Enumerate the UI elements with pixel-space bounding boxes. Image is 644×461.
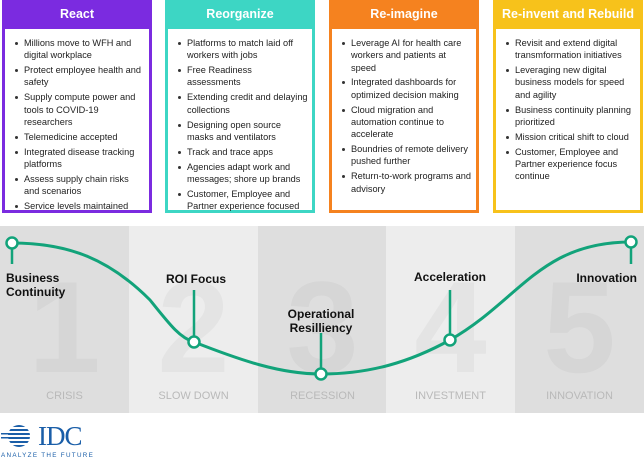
list-item: Leverage AI for health care workers and … bbox=[342, 37, 472, 74]
phase-name: CRISIS bbox=[46, 390, 83, 402]
list-item: Assess supply chain risks and scenarios bbox=[15, 173, 145, 198]
list-item: Customer, Employee and Partner experienc… bbox=[178, 188, 308, 213]
list-item: Revisit and extend digital transmformati… bbox=[506, 37, 636, 62]
card-title: React bbox=[2, 0, 152, 29]
list-item: Platforms to match laid off workers with… bbox=[178, 37, 308, 62]
card-list: Revisit and extend digital transmformati… bbox=[496, 29, 640, 183]
label-line: Continuity bbox=[6, 285, 66, 299]
list-item: Extending credit and delaying collection… bbox=[178, 91, 308, 116]
phase-band-crisis bbox=[0, 226, 129, 413]
milestone-node bbox=[5, 236, 19, 250]
card-list: Millions move to WFH and digital workpla… bbox=[5, 29, 149, 212]
list-item: Integrated dashboards for optimized deci… bbox=[342, 76, 472, 101]
list-item: Return-to-work programs and advisory bbox=[342, 170, 472, 195]
phase-name: RECESSION bbox=[290, 390, 355, 402]
list-item: Leveraging new digital business models f… bbox=[506, 64, 636, 101]
phase-name: INNOVATION bbox=[546, 390, 613, 402]
list-item: Telemedicine accepted bbox=[15, 131, 145, 143]
milestone-label-business-continuity: Business Continuity bbox=[6, 271, 65, 299]
card-title: Re-invent and Rebuild bbox=[493, 0, 643, 29]
milestone-label-acceleration: Acceleration bbox=[413, 270, 487, 284]
card-list: Leverage AI for health care workers and … bbox=[332, 29, 476, 195]
list-item: Customer, Employee and Partner experienc… bbox=[506, 146, 636, 183]
list-item: Free Readiness assessments bbox=[178, 64, 308, 89]
curve-line bbox=[11, 240, 632, 376]
card-title: Reorganize bbox=[165, 0, 315, 29]
list-item: Boundries of remote delivery pushed furt… bbox=[342, 143, 472, 168]
label-line: Business bbox=[6, 271, 60, 285]
idc-logo: IDC ANALYZE THE FUTURE bbox=[1, 421, 101, 460]
milestone-label-roi-focus: ROI Focus bbox=[166, 272, 227, 286]
milestone-label-innovation: Innovation bbox=[576, 271, 637, 285]
card-list: Platforms to match laid off workers with… bbox=[168, 29, 312, 212]
phase-band-innovation bbox=[515, 226, 644, 413]
list-item: Business continuity planning prioritized bbox=[506, 104, 636, 129]
list-item: Integrated disease tracking platforms bbox=[15, 146, 145, 171]
list-item: Cloud migration and automation continue … bbox=[342, 104, 472, 141]
label-line: Operational bbox=[287, 307, 355, 321]
idc-tagline: ANALYZE THE FUTURE bbox=[1, 452, 95, 459]
list-item: Service levels maintained bbox=[15, 200, 145, 212]
list-item: Designing open source masks and ventilat… bbox=[178, 119, 308, 144]
phase-band-recession bbox=[258, 226, 387, 413]
phase-name: SLOW DOWN bbox=[158, 390, 229, 402]
card-reimagine: Re-imagine Leverage AI for health care w… bbox=[329, 0, 479, 213]
card-reinvent-rebuild: Re-invent and Rebuild Revisit and extend… bbox=[493, 0, 643, 213]
list-item: Mission critical shift to cloud bbox=[506, 131, 636, 143]
idc-globe-icon bbox=[1, 425, 30, 447]
idc-wordmark: IDC bbox=[38, 421, 82, 451]
list-item: Agencies adapt work and messages; shore … bbox=[178, 161, 308, 186]
list-item: Track and trace apps bbox=[178, 146, 308, 158]
milestone-node bbox=[443, 333, 457, 347]
phase-name: INVESTMENT bbox=[415, 390, 486, 402]
card-react: React Millions move to WFH and digital w… bbox=[2, 0, 152, 213]
milestone-node bbox=[314, 367, 328, 381]
milestone-label-operational-resilliency: Operational Resilliency bbox=[271, 307, 371, 335]
list-item: Supply compute power and tools to COVID-… bbox=[15, 91, 145, 128]
card-reorganize: Reorganize Platforms to match laid off w… bbox=[165, 0, 315, 213]
card-title: Re-imagine bbox=[329, 0, 479, 29]
list-item: Millions move to WFH and digital workpla… bbox=[15, 37, 145, 62]
list-item: Protect employee health and safety bbox=[15, 64, 145, 89]
milestone-node bbox=[624, 235, 638, 249]
label-line: Resilliency bbox=[289, 321, 353, 335]
milestone-node bbox=[187, 335, 201, 349]
